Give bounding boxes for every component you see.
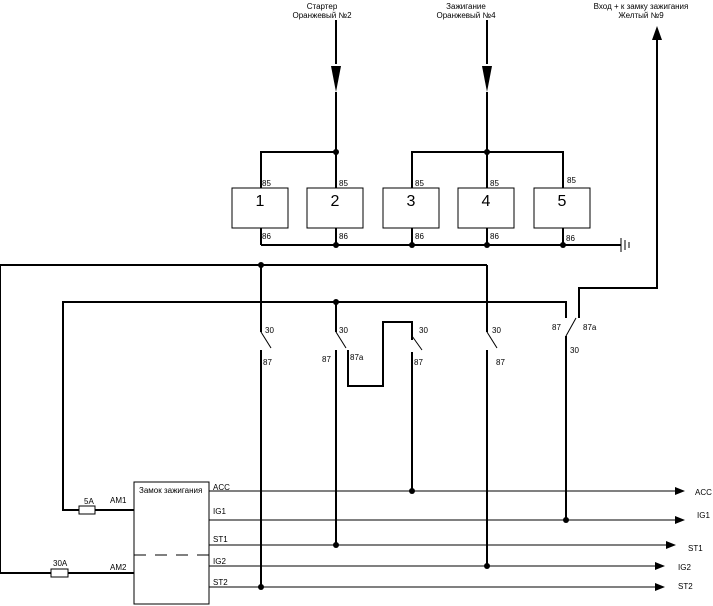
output-st2: ST2 bbox=[209, 582, 693, 591]
switch-blade-icon bbox=[335, 331, 347, 349]
junction-dot bbox=[484, 149, 490, 155]
lock-terminal-label: IG1 bbox=[213, 507, 226, 516]
coil-pin-label: 86 bbox=[566, 234, 575, 243]
contact-pin-label: 30 bbox=[339, 326, 348, 335]
contact-pin-label: 87 bbox=[552, 323, 561, 332]
relay-5-contact: 87 87a 30 bbox=[552, 317, 597, 520]
fuse-5a: 5A bbox=[78, 497, 96, 515]
junction-dot bbox=[258, 584, 264, 590]
relay-5: 5 85 86 bbox=[533, 176, 591, 243]
starter-input-title: Стартер bbox=[307, 2, 338, 11]
junction-dot bbox=[484, 242, 490, 248]
coil-pin-label: 85 bbox=[415, 179, 424, 188]
ignition-arrow-icon bbox=[482, 66, 492, 92]
output-label: ST2 bbox=[678, 582, 693, 591]
contact-pin-label: 87a bbox=[350, 353, 364, 362]
lock-input-wire bbox=[578, 40, 658, 318]
contact-pin-label: 30 bbox=[492, 326, 501, 335]
relay-number: 5 bbox=[558, 193, 567, 210]
relay-3: 3 85 86 bbox=[382, 179, 440, 241]
contact-pin-label: 30 bbox=[265, 326, 274, 335]
coil-pin-label: 86 bbox=[339, 232, 348, 241]
lock-terminal-label: ST1 bbox=[213, 535, 228, 544]
lock-input-arrow-icon bbox=[652, 26, 662, 40]
switch-blade-icon bbox=[486, 331, 498, 349]
starter-arrow-icon bbox=[331, 66, 341, 92]
ignition-input-title: Зажигание bbox=[446, 2, 486, 11]
ground-icon bbox=[620, 238, 630, 252]
starter-input: Стартер Оранжевый №2 bbox=[292, 2, 352, 152]
switch-blade-icon bbox=[260, 331, 272, 349]
switch-blade-icon bbox=[411, 335, 423, 351]
junction-dot bbox=[409, 242, 415, 248]
coil-pin-label: 86 bbox=[262, 232, 271, 241]
coil-pin-label: 85 bbox=[339, 179, 348, 188]
junction-dot bbox=[560, 242, 566, 248]
output-acc: ACC bbox=[209, 487, 712, 497]
fuse-label: 5A bbox=[84, 497, 94, 506]
coil-pin-label: 85 bbox=[567, 176, 576, 185]
junction-dot bbox=[333, 242, 339, 248]
power-bus-am2 bbox=[0, 264, 487, 574]
ignition-lock-title: Замок зажигания bbox=[139, 486, 202, 495]
ignition-input-color: Оранжевый №4 bbox=[436, 11, 496, 20]
relay-4-contact: 30 87 bbox=[486, 326, 505, 566]
contact-pin-label: 87a bbox=[583, 323, 597, 332]
coil-pin-label: 85 bbox=[262, 179, 271, 188]
relay-2-contact: 30 87 87a bbox=[322, 321, 413, 545]
lock-input-title: Вход + к замку зажигания bbox=[594, 2, 689, 11]
starter-coil-bus bbox=[260, 151, 337, 188]
junction-dot bbox=[258, 262, 264, 268]
contact-pin-label: 87 bbox=[322, 355, 331, 364]
junction-dot bbox=[333, 542, 339, 548]
contact-pin-label: 87 bbox=[263, 358, 272, 367]
output-ig2: IG2 bbox=[209, 562, 691, 572]
relay-2-3-bridge-wire bbox=[347, 321, 413, 387]
contact-pin-label: 30 bbox=[570, 346, 579, 355]
output-ig1: IG1 bbox=[209, 511, 710, 524]
coil-pin-label: 85 bbox=[490, 179, 499, 188]
junction-dot bbox=[484, 563, 490, 569]
contact-pin-label: 30 bbox=[419, 326, 428, 335]
output-label: IG1 bbox=[697, 511, 710, 520]
switch-blade-icon bbox=[565, 317, 577, 337]
fuse-label: 30A bbox=[53, 559, 68, 568]
lock-terminal-label: IG2 bbox=[213, 557, 226, 566]
ignition-input: Зажигание Оранжевый №4 bbox=[436, 2, 496, 152]
output-label: ACC bbox=[695, 488, 712, 497]
junction-dot bbox=[333, 149, 339, 155]
ignition-lock-box bbox=[133, 481, 210, 605]
relay-number: 3 bbox=[407, 193, 416, 210]
output-label: ST1 bbox=[688, 544, 703, 553]
lock-input-output: Вход + к замку зажигания Желтый №9 bbox=[578, 2, 689, 318]
contact-pin-label: 87 bbox=[414, 358, 423, 367]
ignition-lock: Замок зажигания AM1 AM2 ACC IG1 ST1 IG2 … bbox=[110, 481, 230, 605]
relay-1-contact: 30 87 bbox=[260, 326, 274, 587]
junction-dot bbox=[333, 299, 339, 305]
lock-terminal-label: ACC bbox=[213, 483, 230, 492]
junction-dot bbox=[409, 488, 415, 494]
fuse-30a: 30A bbox=[50, 559, 69, 578]
output-st1: ST1 bbox=[209, 541, 703, 553]
coil-pin-label: 86 bbox=[415, 232, 424, 241]
lock-terminal-label: AM1 bbox=[110, 496, 127, 505]
relay-number: 2 bbox=[331, 193, 340, 210]
relay-number: 4 bbox=[482, 193, 491, 210]
power-bus-am1 bbox=[62, 301, 567, 511]
relay-number: 1 bbox=[256, 193, 265, 210]
lock-terminal-label: AM2 bbox=[110, 563, 127, 572]
relay-2: 2 85 86 bbox=[306, 179, 364, 241]
coil-pin-label: 86 bbox=[490, 232, 499, 241]
output-label: IG2 bbox=[678, 563, 691, 572]
lock-input-color: Желтый №9 bbox=[618, 11, 664, 20]
lock-terminal-label: ST2 bbox=[213, 578, 228, 587]
starter-input-color: Оранжевый №2 bbox=[292, 11, 352, 20]
relay-3-contact: 30 87 bbox=[411, 326, 428, 491]
junction-dot bbox=[563, 517, 569, 523]
contact-pin-label: 87 bbox=[496, 358, 505, 367]
